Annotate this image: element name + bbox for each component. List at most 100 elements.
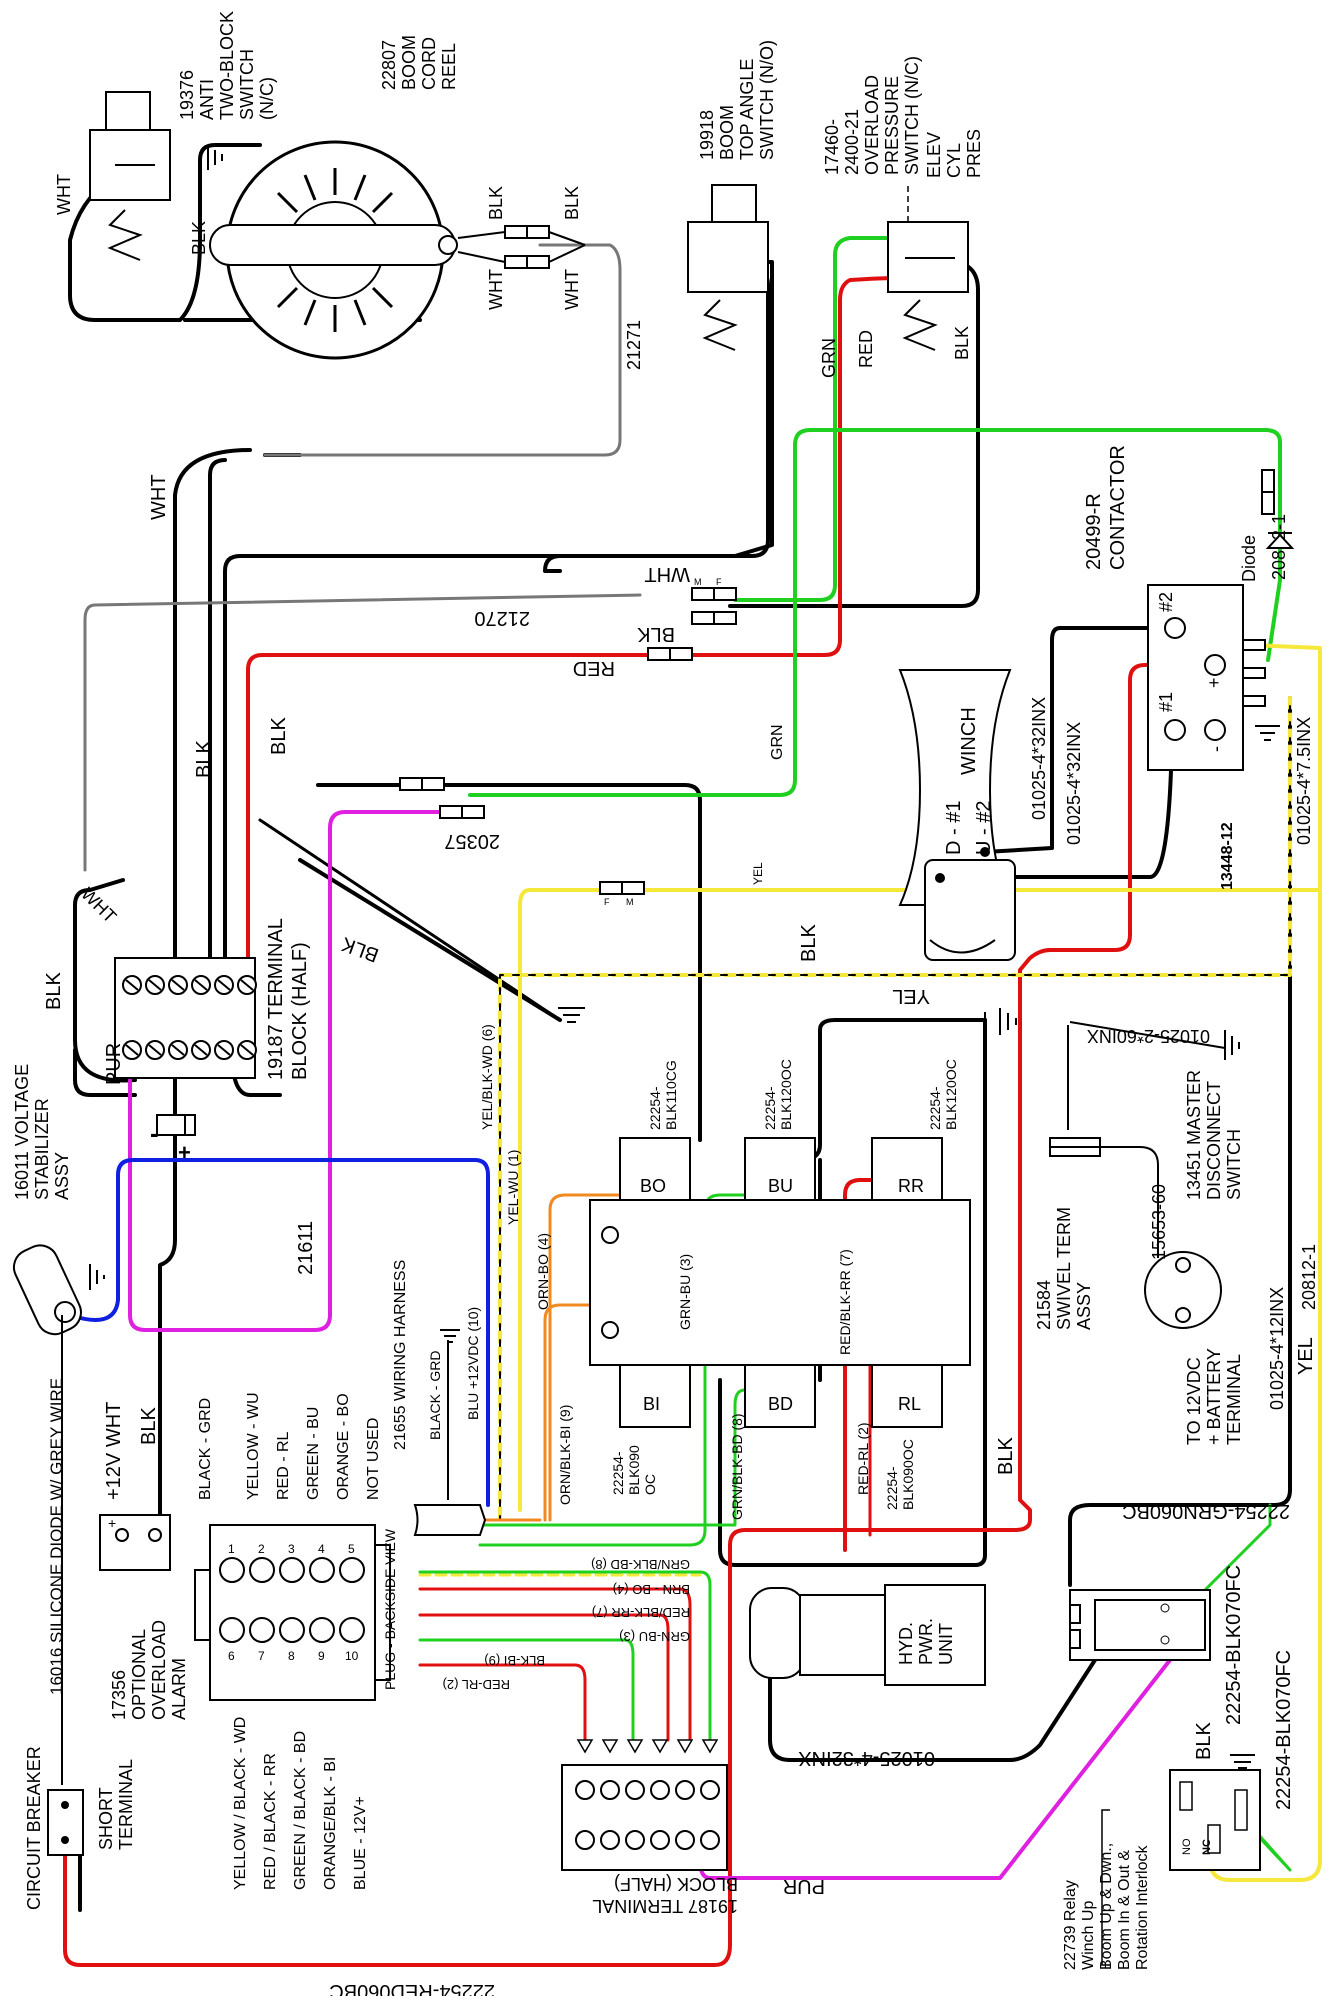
wire-black-left-main <box>208 458 227 982</box>
svg-text:BRN - BO (4): BRN - BO (4) <box>613 1582 690 1597</box>
svg-text:M: M <box>694 577 702 587</box>
anti-two-block-label: 19376 ANTI TWO-BLOCK SWITCH (N/C) <box>177 6 277 120</box>
connector-grn: GRN <box>769 724 786 760</box>
wire-green-bottom-bd <box>418 1570 712 1742</box>
harness-connector: 21655 WIRING HARNESS BLACK - GRD BLU +12… <box>392 1260 487 1536</box>
svg-text:ORANGE/BLK - BI: ORANGE/BLK - BI <box>322 1757 339 1890</box>
valve-part-rr: 22254- BLK120OC <box>927 1059 959 1130</box>
contactor-terminal-plus <box>1204 654 1226 676</box>
relay-22739: 22254-GRN060BC 22254-BLK070FC 22254-BLK0… <box>1062 1500 1295 1970</box>
svg-text:ORN-BO (4): ORN-BO (4) <box>535 1233 551 1310</box>
wire-black-ground-diag2 <box>258 818 562 1022</box>
ground-harness <box>440 1329 460 1343</box>
alarm-blk: BLK <box>138 1407 160 1445</box>
plug-title: PLUG - BACKSIDE VIEW <box>382 1528 398 1690</box>
valve-tag-bo: BO <box>640 1176 666 1196</box>
hyd-power-unit: HYD. PWR. UNIT 01025-4*32INX <box>749 1584 986 1769</box>
wire-red-overload <box>246 276 902 1002</box>
boom-top-angle-switch: 19918 BOOM TOP ANGLE SWITCH (N/O) <box>687 40 777 351</box>
label-wht-tb: WHT <box>77 884 120 927</box>
bottom-block-wire-labels: GRN/BLK-BD (8) BRN - BO (4) RED/BLK-RR (… <box>443 1557 690 1692</box>
wire-black-reel-loop <box>158 448 252 1387</box>
cable-winch-1: 01025-4*32INX <box>1029 697 1049 820</box>
harness-grd: BLACK - GRD <box>427 1351 443 1440</box>
contactor: #2 #1 + - 20499-R CONTACTOR Diode 20812-… <box>1083 445 1295 771</box>
anti-two-block-coil <box>105 91 151 135</box>
cable-7-5: 01025-4*7.5INX <box>1294 717 1314 845</box>
connector-blk: BLK <box>637 623 675 645</box>
grn060-label: 22254-GRN060BC <box>1122 1500 1290 1522</box>
svg-text:RED / BLACK - RR: RED / BLACK - RR <box>262 1753 279 1890</box>
valve-part-rl: 22254- BLK090OC <box>884 1439 916 1510</box>
battery-label: TO 12VDC + BATTERY TERMINAL <box>1184 1343 1244 1445</box>
overload-red: RED <box>856 330 876 368</box>
blk070a-label: 22254-BLK070FC <box>1223 1565 1245 1725</box>
ground-symbols <box>89 145 1280 1815</box>
reel-shaft <box>209 224 456 266</box>
svg-text:F: F <box>604 897 610 907</box>
overload-label: 17460- 2400-21 OVERLOAD PRESSURE SWITCH … <box>822 56 922 175</box>
circuit-breaker: CIRCUIT BREAKER SHORT TERMINAL <box>24 1746 136 1910</box>
wire-green-bottom-bu <box>418 1638 635 1742</box>
wire-magenta-21611 <box>128 810 442 1332</box>
tb-top-diode <box>156 1114 196 1136</box>
diode-label: Diode <box>1239 535 1259 582</box>
svg-text:YELLOW - WU: YELLOW - WU <box>245 1392 262 1500</box>
yel-right: YEL <box>1295 1337 1317 1375</box>
label-blk-left-2: BLK <box>268 717 290 755</box>
wire-label-21611: 21611 <box>295 1221 317 1275</box>
connector-wht: WHT <box>644 563 690 585</box>
svg-text:1: 1 <box>228 1542 235 1556</box>
svg-text:GREEN - BU: GREEN - BU <box>305 1407 322 1500</box>
wire-green-bu <box>478 1193 777 1547</box>
svg-text:4: 4 <box>318 1542 325 1556</box>
overload-grn: GRN <box>819 338 839 378</box>
svg-text:7: 7 <box>258 1649 265 1663</box>
contactor-body <box>1147 584 1244 771</box>
valve-blk: BLK <box>995 1437 1017 1475</box>
svg-text:ELEV CYL PRES: ELEV CYL PRES <box>924 127 984 178</box>
ground-contactor <box>1255 725 1280 741</box>
blk070b-label: 22254-BLK070FC <box>1273 1650 1295 1810</box>
svg-text:6: 6 <box>228 1649 235 1663</box>
ground-relay <box>1230 1754 1255 1769</box>
wire-green-diode-down <box>1266 463 1282 662</box>
reel-blk-1: BLK <box>486 186 506 220</box>
svg-text:YEL/BLK-WD (6): YEL/BLK-WD (6) <box>479 1024 495 1130</box>
wire-yellow-dash-black <box>499 697 1291 1521</box>
ground-anti <box>207 145 223 170</box>
svg-text:YELLOW / BLACK - WD: YELLOW / BLACK - WD <box>232 1717 249 1890</box>
svg-text:+: + <box>1204 677 1224 688</box>
svg-text:NOT USED: NOT USED <box>365 1418 382 1500</box>
svg-text:+: + <box>108 1515 116 1531</box>
overload-blk: BLK <box>952 326 972 360</box>
svg-text:F: F <box>716 577 722 587</box>
svg-text:5: 5 <box>348 1542 355 1556</box>
valve-tag-rr: RR <box>898 1176 924 1196</box>
svg-text:-: - <box>150 1118 159 1148</box>
svg-text:YEL-WU (1): YEL-WU (1) <box>505 1150 521 1225</box>
contactor-terminal-2 <box>1164 617 1186 639</box>
cable-12: 01025-4*12INX <box>1267 1287 1287 1410</box>
connector-yel-small: YEL <box>751 862 765 885</box>
winch-motor <box>924 859 1016 961</box>
top-angle-label: 19918 BOOM TOP ANGLE SWITCH (N/O) <box>697 40 777 160</box>
master-label: 13451 MASTER DISCONNECT SWITCH <box>1184 1065 1244 1200</box>
top-angle-body <box>687 221 769 293</box>
alarm-label: 17356 OPTIONAL OVERLOAD ALARM <box>109 1615 189 1720</box>
valve-part-bu: 22254- BLK120OC <box>762 1059 794 1130</box>
swivel-label: 21584 SWIVEL TERM ASSY <box>1034 1202 1094 1330</box>
wire-red-bottom-rl <box>418 1663 587 1742</box>
hyd-label: HYD. PWR. UNIT <box>896 1613 956 1665</box>
valve-tag-bd: BD <box>768 1394 793 1414</box>
reel-connector <box>438 235 458 255</box>
contactor-terminal-1 <box>1164 719 1186 741</box>
ground-top-valves <box>984 1008 1017 1035</box>
wire-red-bottom-rr <box>418 1613 670 1742</box>
winch: WINCH D - #1 U - #2 01025-4*32INX 01025-… <box>892 669 1314 1007</box>
tb-top-blk: BLK <box>43 972 65 1010</box>
valve-tag-rl: RL <box>898 1394 921 1414</box>
valve-part-bi: 22254- BLK090 OC <box>610 1441 658 1495</box>
